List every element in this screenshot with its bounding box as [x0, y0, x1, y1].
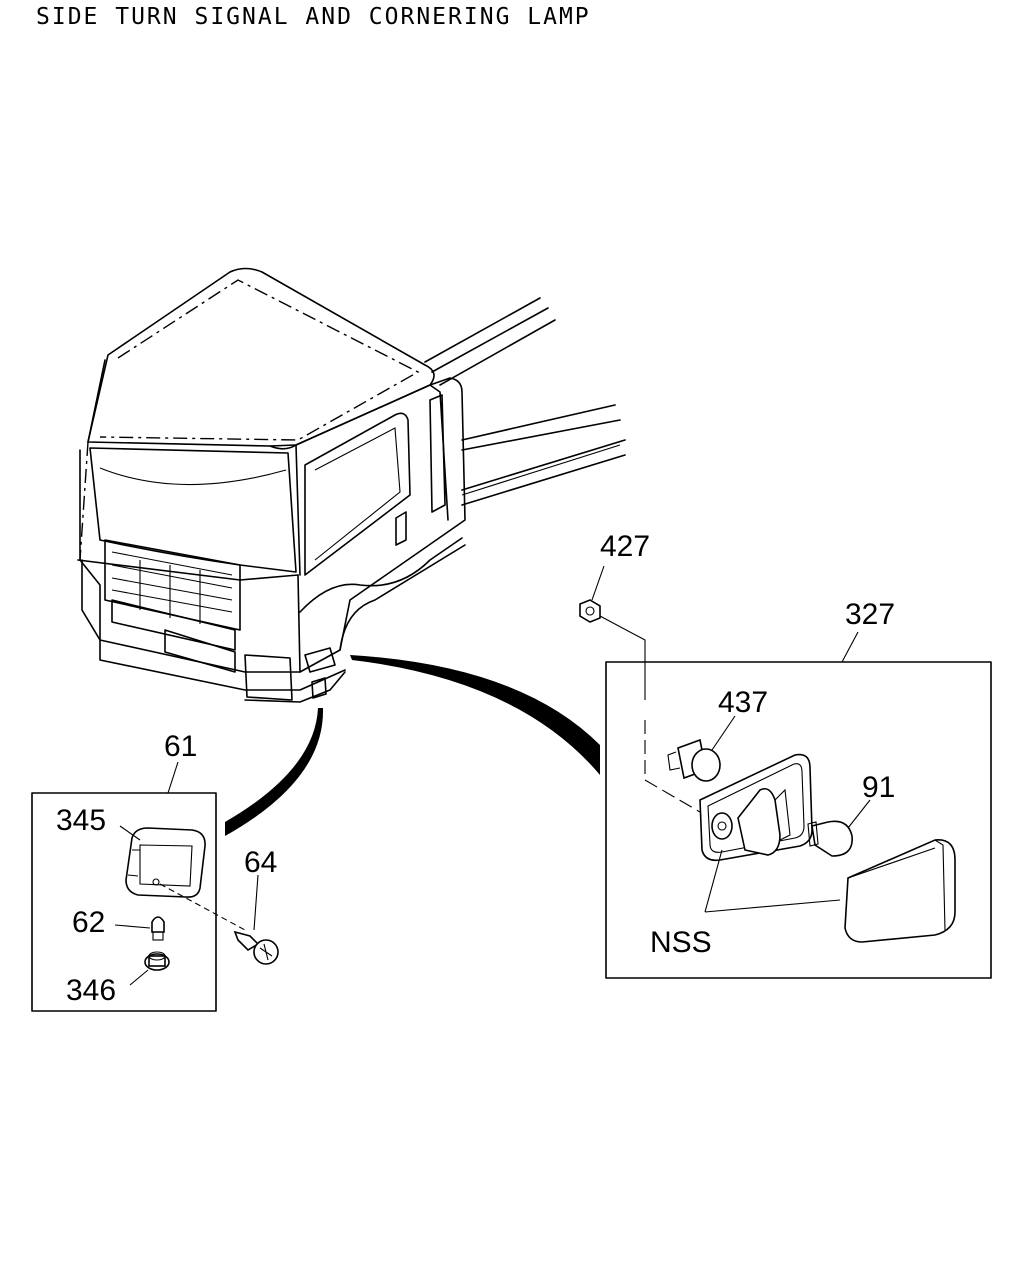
truck-cab-illustration — [77, 267, 626, 703]
cornering-lamp-housing — [699, 753, 813, 862]
callout-346: 346 — [66, 974, 116, 1007]
callout-345: 345 — [56, 804, 106, 837]
callout-427: 427 — [600, 530, 650, 563]
callout-91: 91 — [862, 771, 895, 804]
bulb-91 — [807, 820, 853, 857]
callout-62: 62 — [72, 906, 105, 939]
callout-64: 64 — [244, 846, 277, 879]
callout-327: 327 — [845, 598, 895, 631]
leader-swoosh-left — [225, 708, 324, 836]
callout-437: 437 — [718, 686, 768, 719]
socket-437 — [667, 738, 721, 782]
side-turn-lamp-345 — [125, 827, 206, 898]
diagram-title: SIDE TURN SIGNAL AND CORNERING LAMP — [36, 4, 591, 30]
nut-427 — [579, 599, 601, 623]
callout-nss: NSS — [650, 926, 712, 959]
leader-swoosh-right — [350, 655, 600, 775]
bulb-62 — [151, 916, 165, 941]
socket-346 — [144, 951, 170, 971]
box-327-frame — [605, 661, 992, 979]
box-61-frame — [31, 792, 217, 1012]
screw-64 — [233, 930, 279, 965]
lens-nss — [844, 839, 956, 943]
callout-61: 61 — [164, 730, 197, 763]
